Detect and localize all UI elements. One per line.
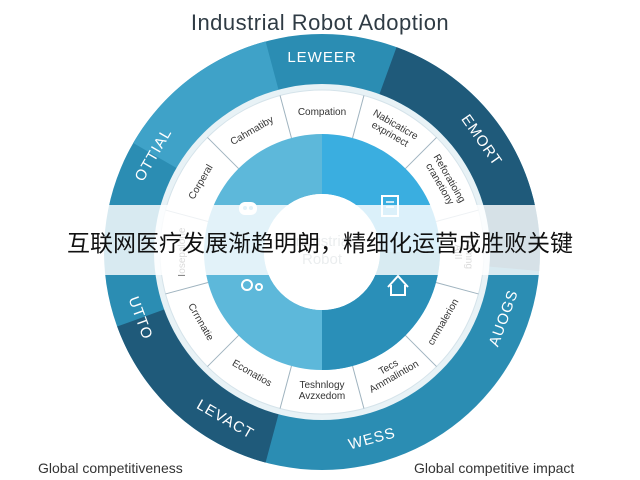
footer-left-caption: Global competitiveness	[38, 460, 183, 476]
middle-ring-divider	[207, 137, 239, 169]
overlay-banner-text: 互联网医疗发展渐趋明朗，精细化运营成胜败关键	[67, 231, 573, 257]
middle-ring-divider	[352, 95, 365, 139]
house-icon	[387, 274, 409, 296]
middle-ring-divider	[405, 137, 437, 169]
footer-right-caption: Global competitive impact	[414, 460, 575, 476]
outer-ring-dark-segment-bottom	[117, 309, 279, 463]
middle-ring-divider	[207, 335, 239, 367]
outer-ring-label: LEWEER	[287, 49, 356, 66]
middle-ring-divider	[279, 95, 292, 139]
middle-ring-divider	[405, 335, 437, 367]
middle-ring-divider	[279, 365, 292, 409]
middle-ring-divider	[352, 365, 365, 409]
diagram-title: Industrial Robot Adoption	[190, 10, 450, 35]
inner-ring-lower-right	[322, 252, 440, 370]
overlay-banner-background	[0, 205, 640, 275]
middle-ring-label: Compation	[298, 107, 346, 118]
middle-ring-divider	[435, 282, 479, 295]
gears-icon	[241, 279, 263, 291]
outer-ring-light-segment	[133, 41, 279, 168]
middle-ring-divider	[165, 282, 209, 295]
